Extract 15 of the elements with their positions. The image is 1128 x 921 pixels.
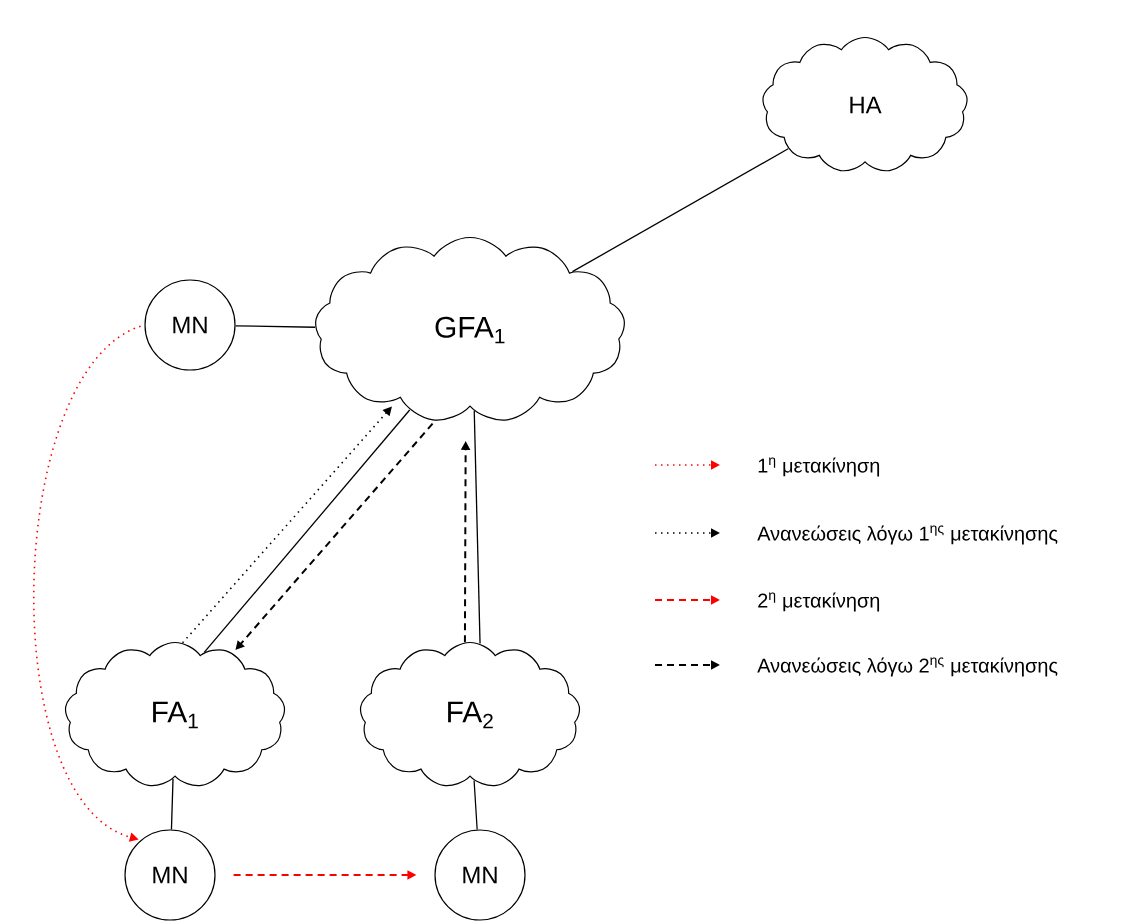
circle-node: MN (434, 829, 526, 921)
arrow (33, 325, 142, 842)
connector-line (473, 410, 481, 645)
arrow (181, 406, 392, 644)
circle-node: MN (144, 279, 236, 371)
legend-text: 2$^{η}$ μετακίνηση (758, 592, 880, 612)
legend-text: 1$^{η}$ μετακίνηση (758, 457, 880, 477)
connector-line (571, 148, 789, 273)
connector-line (473, 779, 478, 831)
arrow (235, 422, 434, 650)
connector-line (203, 409, 411, 653)
connector-line (234, 325, 316, 328)
legend-text: Ανανεώσεις λόγω 1$^{ης}$ μετακίνησης (757, 525, 1058, 545)
circle-node: MN (124, 829, 216, 921)
legend-text: Ανανεώσεις λόγω 2$^{ης}$ μετακίνησης (757, 657, 1058, 677)
